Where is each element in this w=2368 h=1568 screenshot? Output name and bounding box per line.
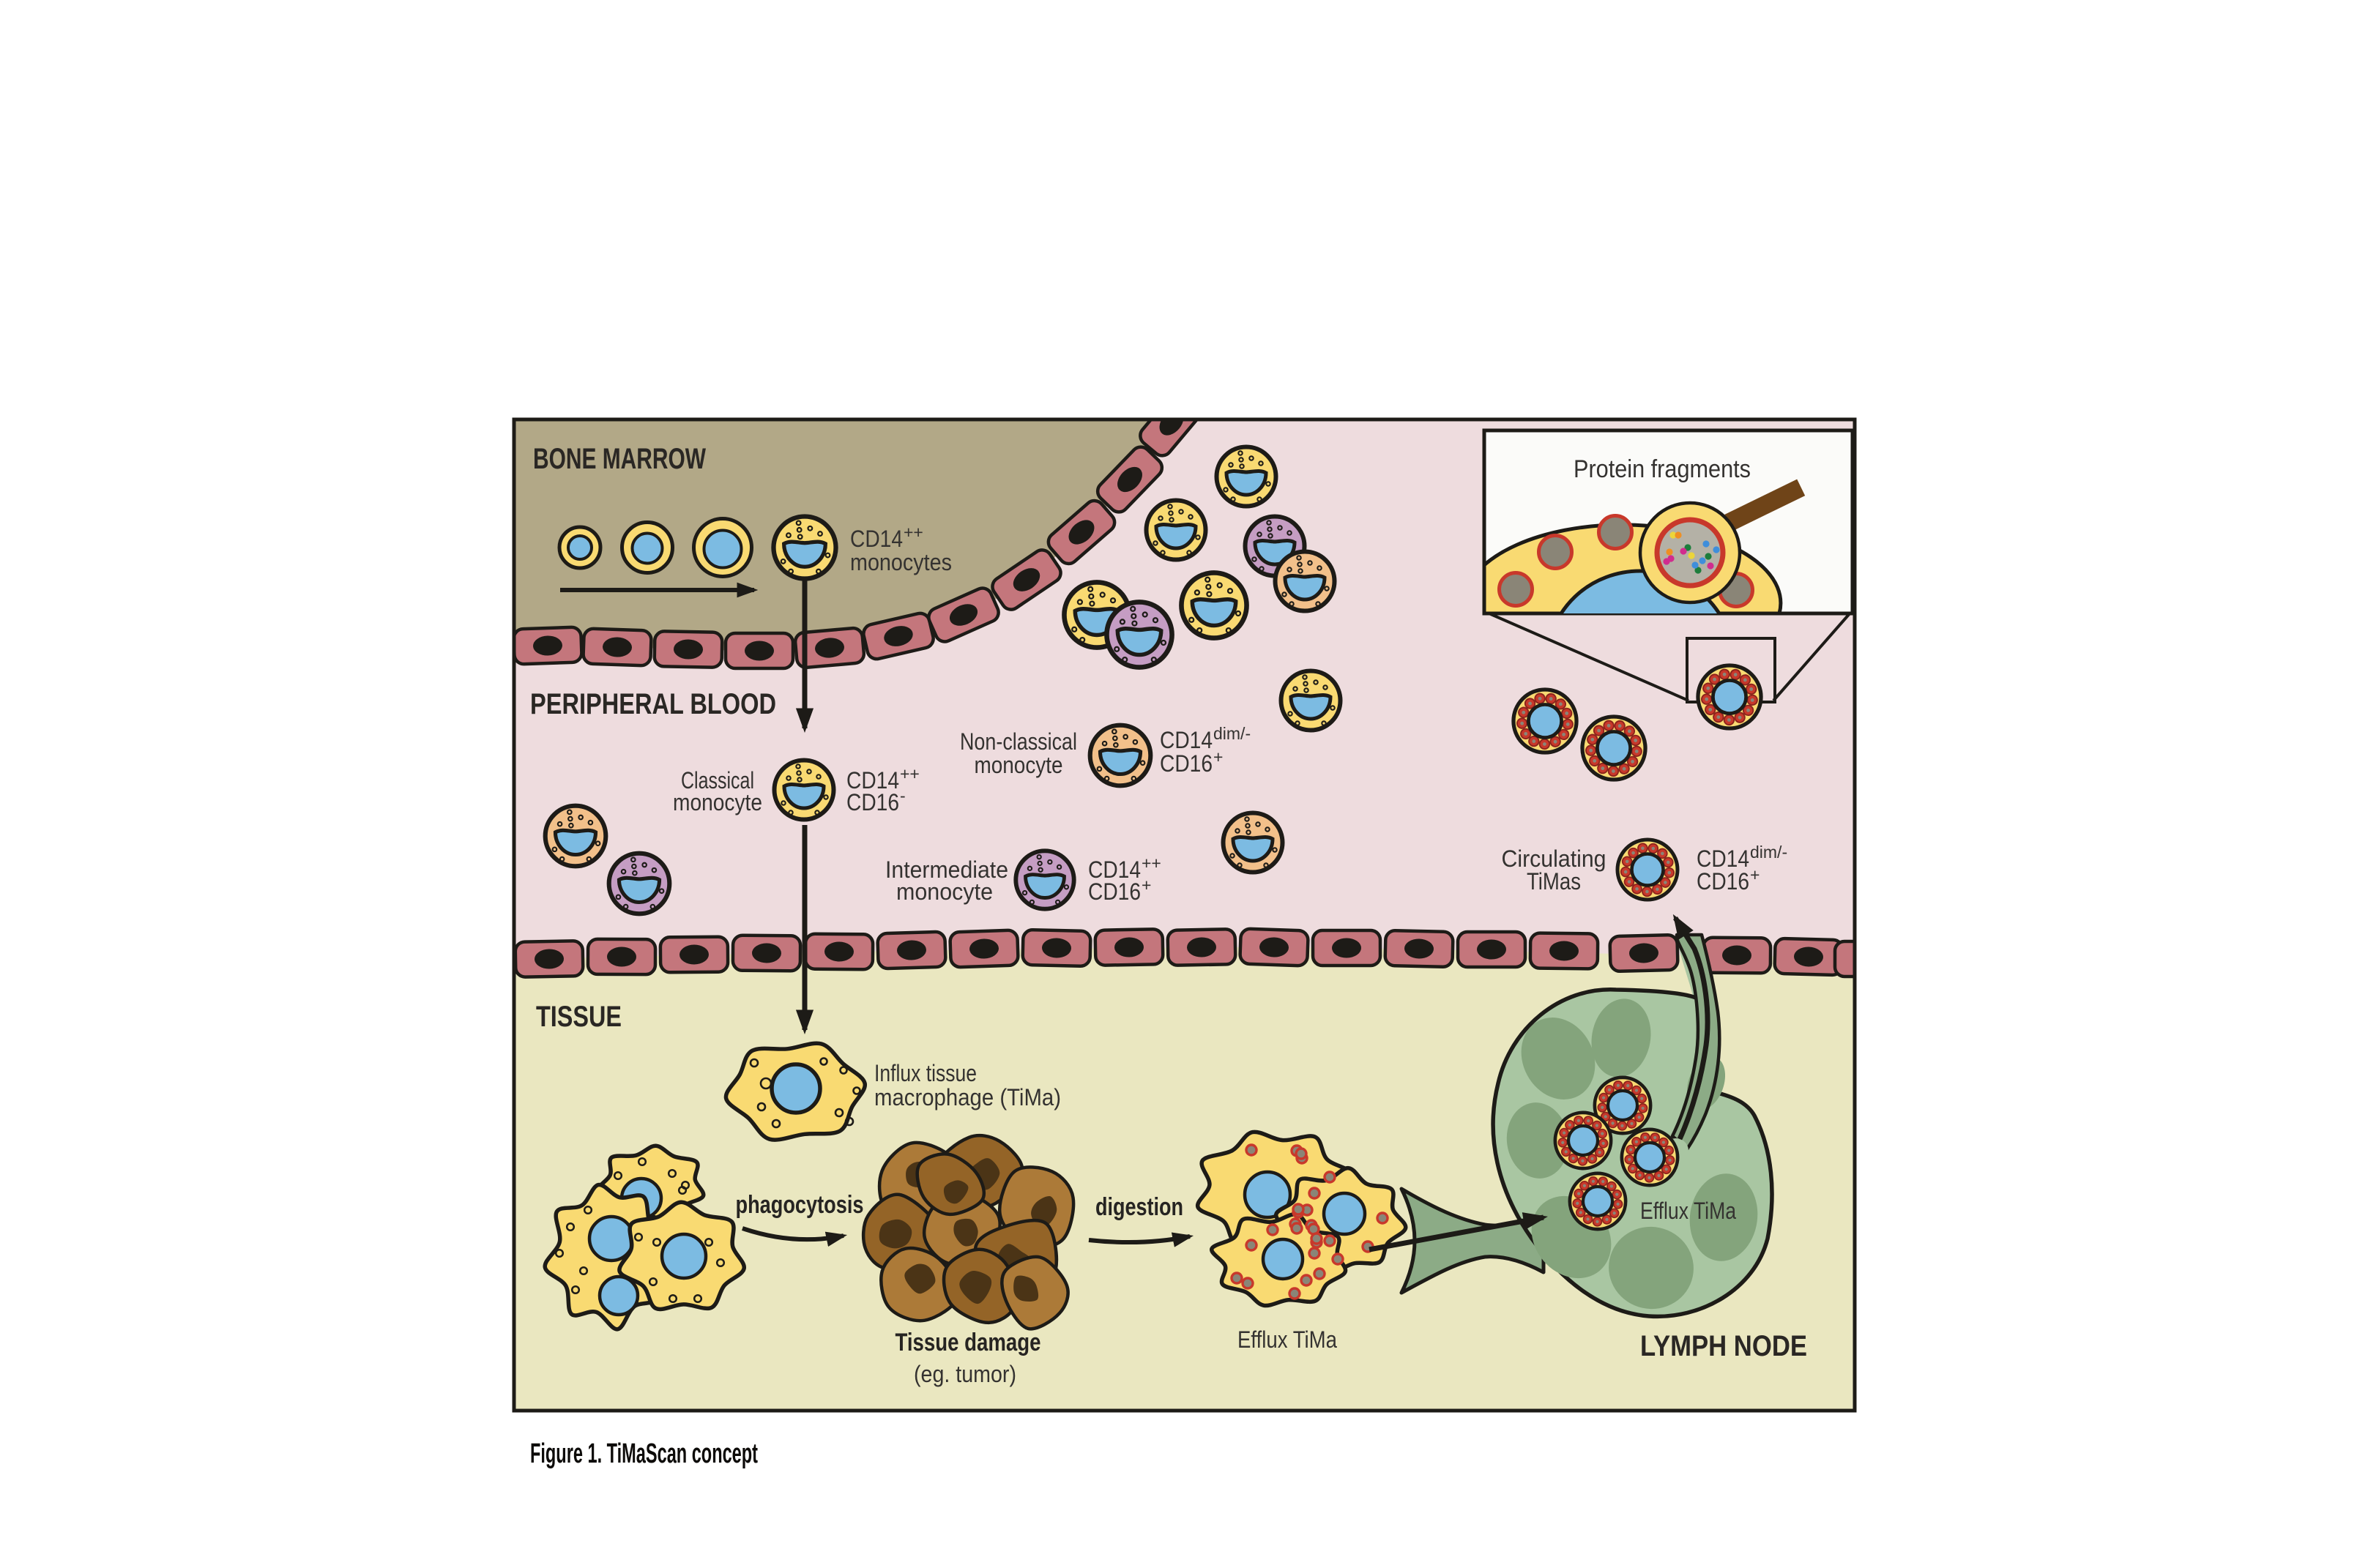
svg-text:CD16: CD16 <box>1088 878 1141 905</box>
svg-text:CD16: CD16 <box>846 789 899 815</box>
svg-text:dim/-: dim/- <box>1213 724 1251 743</box>
svg-text:Efflux TiMa: Efflux TiMa <box>1640 1198 1736 1224</box>
svg-text:++: ++ <box>904 523 923 542</box>
svg-text:++: ++ <box>1142 854 1161 873</box>
svg-text:BONE MARROW: BONE MARROW <box>533 443 706 475</box>
svg-text:Figure 1. TiMaScan concept: Figure 1. TiMaScan concept <box>530 1438 758 1469</box>
svg-text:CD14: CD14 <box>1160 727 1213 753</box>
svg-text:TISSUE: TISSUE <box>536 1001 622 1033</box>
svg-text:monocyte: monocyte <box>896 878 993 905</box>
svg-text:Protein fragments: Protein fragments <box>1574 455 1751 483</box>
svg-text:CD16: CD16 <box>1160 750 1213 777</box>
svg-text:(eg. tumor): (eg. tumor) <box>914 1361 1016 1387</box>
svg-text:digestion: digestion <box>1095 1193 1183 1221</box>
svg-text:CD14: CD14 <box>850 526 903 552</box>
svg-text:CD16: CD16 <box>1697 868 1749 895</box>
svg-text:TiMas: TiMas <box>1527 868 1581 895</box>
svg-text:Non-classical: Non-classical <box>960 728 1077 755</box>
svg-text:+: + <box>1142 876 1151 895</box>
svg-text:CD14: CD14 <box>846 767 899 794</box>
svg-text:dim/-: dim/- <box>1750 843 1787 862</box>
svg-text:Intermediate: Intermediate <box>885 856 1008 883</box>
svg-text:Circulating: Circulating <box>1502 845 1606 872</box>
svg-text:Efflux TiMa: Efflux TiMa <box>1237 1326 1337 1353</box>
svg-text:PERIPHERAL BLOOD: PERIPHERAL BLOOD <box>530 688 776 720</box>
svg-text:+: + <box>1213 747 1223 766</box>
svg-text:++: ++ <box>900 764 920 783</box>
svg-text:phagocytosis: phagocytosis <box>736 1191 864 1219</box>
svg-text:CD14: CD14 <box>1697 845 1749 872</box>
svg-text:monocyte: monocyte <box>975 752 1063 778</box>
svg-text:LYMPH NODE: LYMPH NODE <box>1640 1330 1807 1362</box>
svg-text:monocytes: monocytes <box>850 549 952 575</box>
svg-text:Tissue damage: Tissue damage <box>896 1329 1041 1356</box>
svg-text:-: - <box>900 786 906 805</box>
svg-text:+: + <box>1750 865 1760 884</box>
svg-text:CD14: CD14 <box>1088 856 1141 883</box>
svg-text:monocyte: monocyte <box>673 789 762 815</box>
svg-text:macrophage (TiMa): macrophage (TiMa) <box>874 1084 1061 1110</box>
svg-text:Classical: Classical <box>681 767 754 794</box>
svg-text:Influx tissue: Influx tissue <box>874 1060 977 1086</box>
